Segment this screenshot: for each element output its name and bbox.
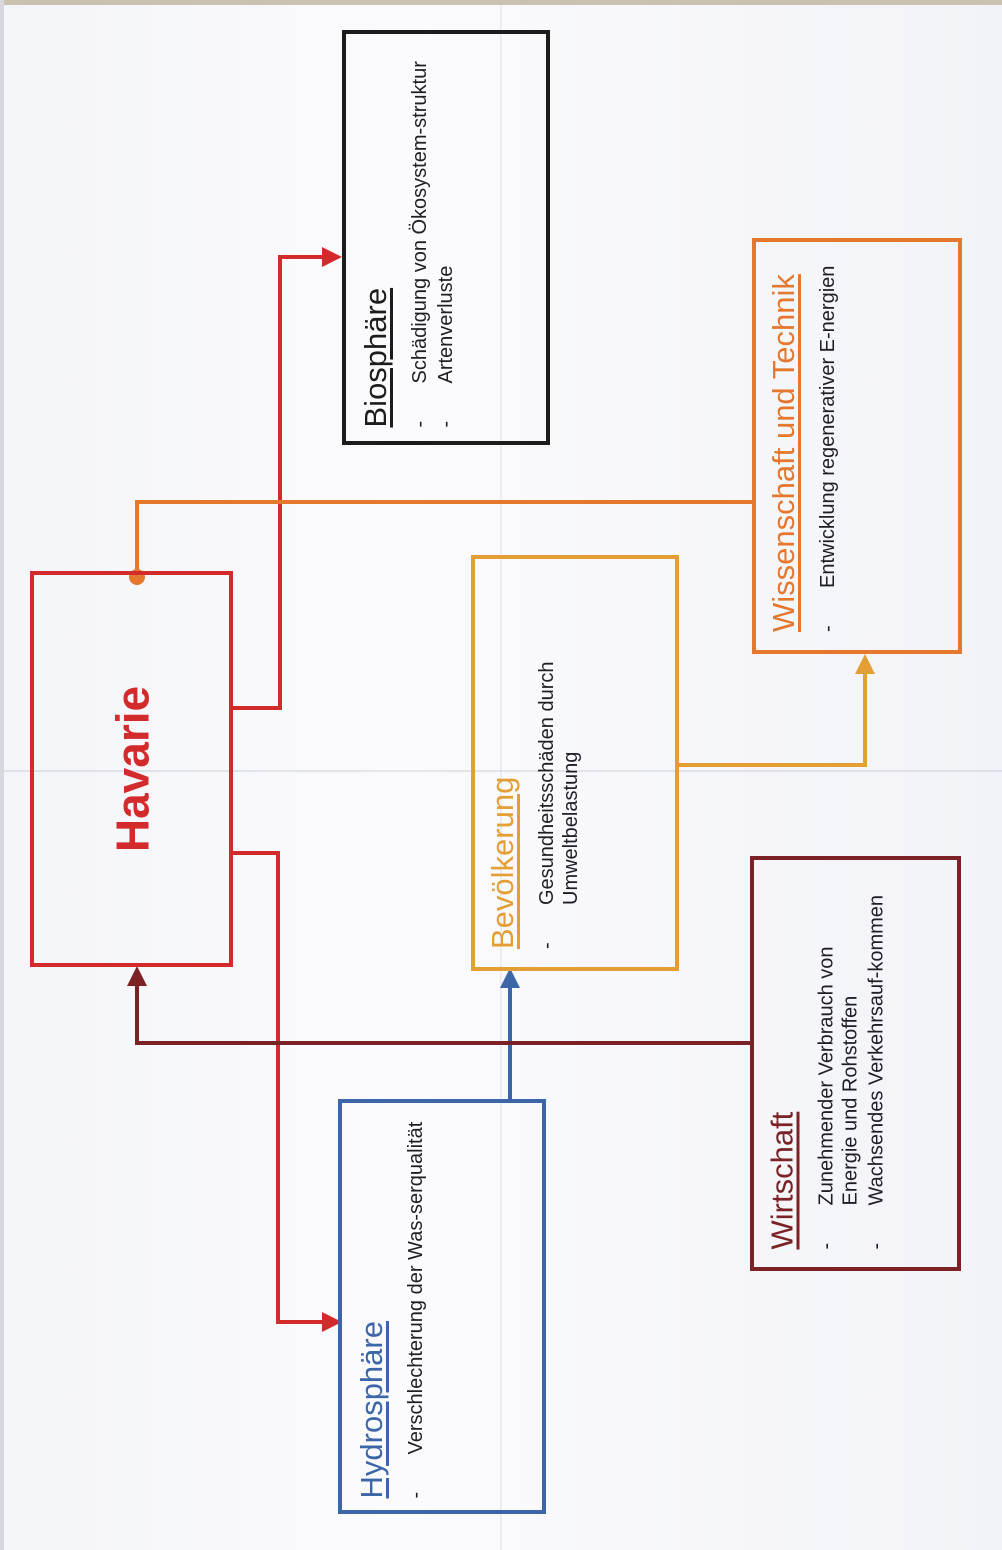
bullet-dash: - xyxy=(535,942,558,949)
hydrosphaere-title: Hydrosphäre xyxy=(354,1320,389,1498)
biosphaere-content: Biosphäre - Schädigung von Ökosystem-stru… xyxy=(346,34,546,441)
list-item: - Wachsendes Verkehrsauf-kommen xyxy=(864,878,888,1249)
bullet-dash: - xyxy=(814,1242,837,1249)
bullet-dash: - xyxy=(404,1491,427,1498)
wirtschaft-box: Wirtschaft - Zunehmender Verbrauch von En… xyxy=(750,856,961,1271)
bevoelkerung-title: Bevölkerung xyxy=(485,776,520,949)
list-item-text: Wachsendes Verkehrsauf-kommen xyxy=(865,894,888,1205)
list-item: - Gesundheitsschäden durch Umweltbelastun… xyxy=(535,577,584,950)
biosphaere-title: Biosphäre xyxy=(358,287,393,427)
list-item: - Schädigung von Ökosystem-struktur xyxy=(408,52,432,427)
list-item-text: Entwicklung regenerativer E-nergien xyxy=(816,265,839,588)
bullet-dash: - xyxy=(865,1242,888,1249)
connector-havarie-hydrosphaere xyxy=(232,851,342,1332)
list-item-text: Verschlechterung der Was-serqualität xyxy=(404,1121,427,1454)
connector-wissenschaft-havarie xyxy=(135,500,752,577)
list-item-text: Artenverluste xyxy=(435,265,458,383)
biosphaere-box: Biosphäre - Schädigung von Ökosystem-stru… xyxy=(342,30,550,445)
bullet-dash: - xyxy=(408,420,431,427)
biosphaere-list: - Schädigung von Ökosystem-struktur - Arte… xyxy=(408,52,459,427)
havarie-title: Havarie xyxy=(105,685,158,853)
wissenschaft-list: - Entwicklung regenerativer E-nergien xyxy=(816,260,840,632)
connector-bevoelkerung-wissenschaft xyxy=(678,654,875,767)
list-item-text: Zunehmender Verbrauch von Energie und Ro… xyxy=(814,945,862,1205)
list-item: - Verschlechterung der Was-serqualität xyxy=(404,1121,428,1498)
paper-fold-horizontal xyxy=(0,770,1002,772)
paper-edge-top xyxy=(0,0,1002,5)
list-item: - Zunehmender Verbrauch von Energie und R… xyxy=(814,878,863,1249)
connector-wirtschaft-havarie xyxy=(127,966,750,1045)
hydrosphaere-box: Hydrosphäre - Verschlechterung der Was-se… xyxy=(338,1099,546,1514)
havarie-content: Havarie xyxy=(34,575,229,963)
havarie-box: Havarie xyxy=(30,571,233,967)
connector-havarie-biosphaere xyxy=(232,247,342,710)
bullet-dash: - xyxy=(816,625,839,632)
wirtschaft-list: - Zunehmender Verbrauch von Energie und R… xyxy=(814,878,889,1249)
bevoelkerung-list: - Gesundheitsschäden durch Umweltbelastun… xyxy=(535,577,584,950)
wirtschaft-content: Wirtschaft - Zunehmender Verbrauch von En… xyxy=(754,860,957,1267)
bevoelkerung-box: Bevölkerung - Gesundheitsschäden durch Um… xyxy=(471,555,679,971)
list-item: - Entwicklung regenerativer E-nergien xyxy=(816,260,840,632)
wissenschaft-title: Wissenschaft und Technik xyxy=(766,274,801,632)
hydrosphaere-content: Hydrosphäre - Verschlechterung der Was-se… xyxy=(342,1103,542,1510)
bullet-dash: - xyxy=(435,420,458,427)
wissenschaft-content: Wissenschaft und Technik - Entwicklung re… xyxy=(756,242,958,650)
list-item-text: Gesundheitsschäden durch Umweltbelastung xyxy=(535,661,583,906)
paper-fold-vertical xyxy=(500,0,502,1550)
paper-edge-left xyxy=(0,0,4,1550)
wirtschaft-title: Wirtschaft xyxy=(764,1111,799,1249)
bevoelkerung-content: Bevölkerung - Gesundheitsschäden durch Um… xyxy=(475,559,675,967)
hydrosphaere-list: - Verschlechterung der Was-serqualität xyxy=(404,1121,428,1498)
list-item: - Artenverluste xyxy=(434,52,458,427)
list-item-text: Schädigung von Ökosystem-struktur xyxy=(408,60,431,383)
wissenschaft-box: Wissenschaft und Technik - Entwicklung re… xyxy=(752,238,962,654)
